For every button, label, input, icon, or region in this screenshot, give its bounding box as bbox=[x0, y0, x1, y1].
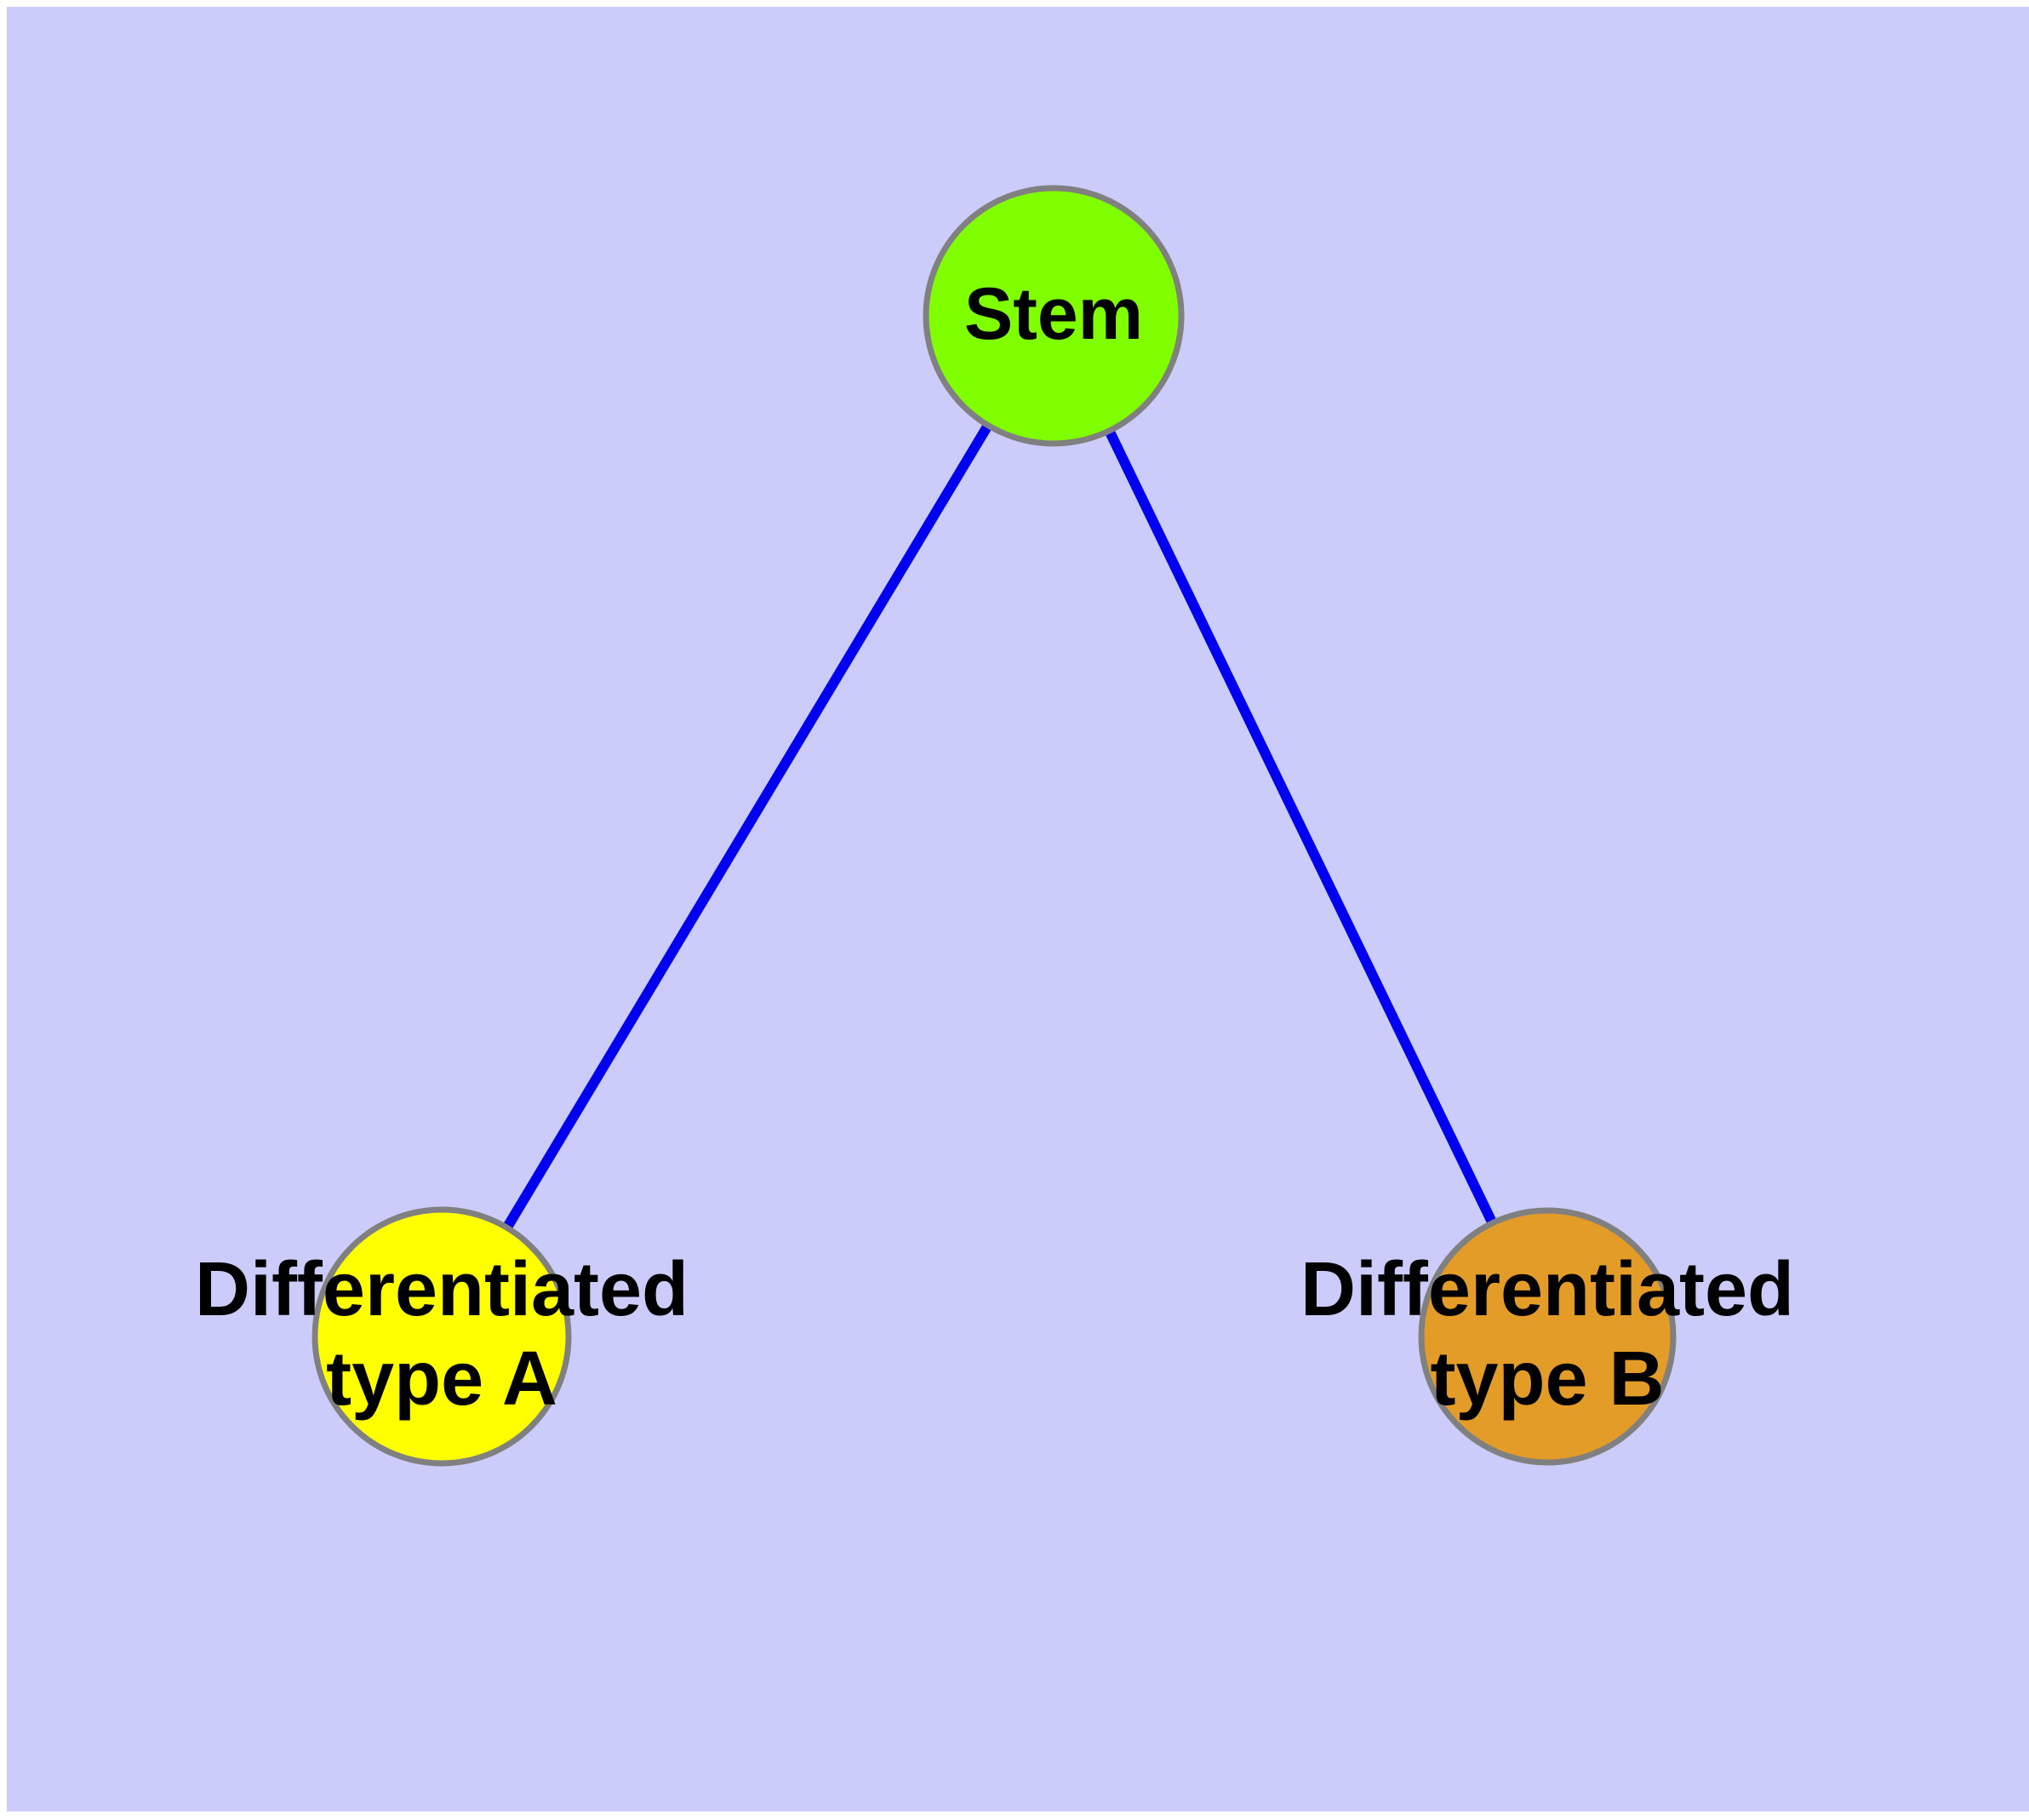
edge-stem-to-differentiated-type-b[interactable] bbox=[1106, 431, 1496, 1223]
node-differentiated-type-b[interactable] bbox=[1418, 1207, 1677, 1466]
edge-stem-to-differentiated-type-a[interactable] bbox=[504, 425, 992, 1228]
node-stem[interactable] bbox=[923, 185, 1185, 447]
node-differentiated-type-a[interactable] bbox=[311, 1206, 572, 1467]
